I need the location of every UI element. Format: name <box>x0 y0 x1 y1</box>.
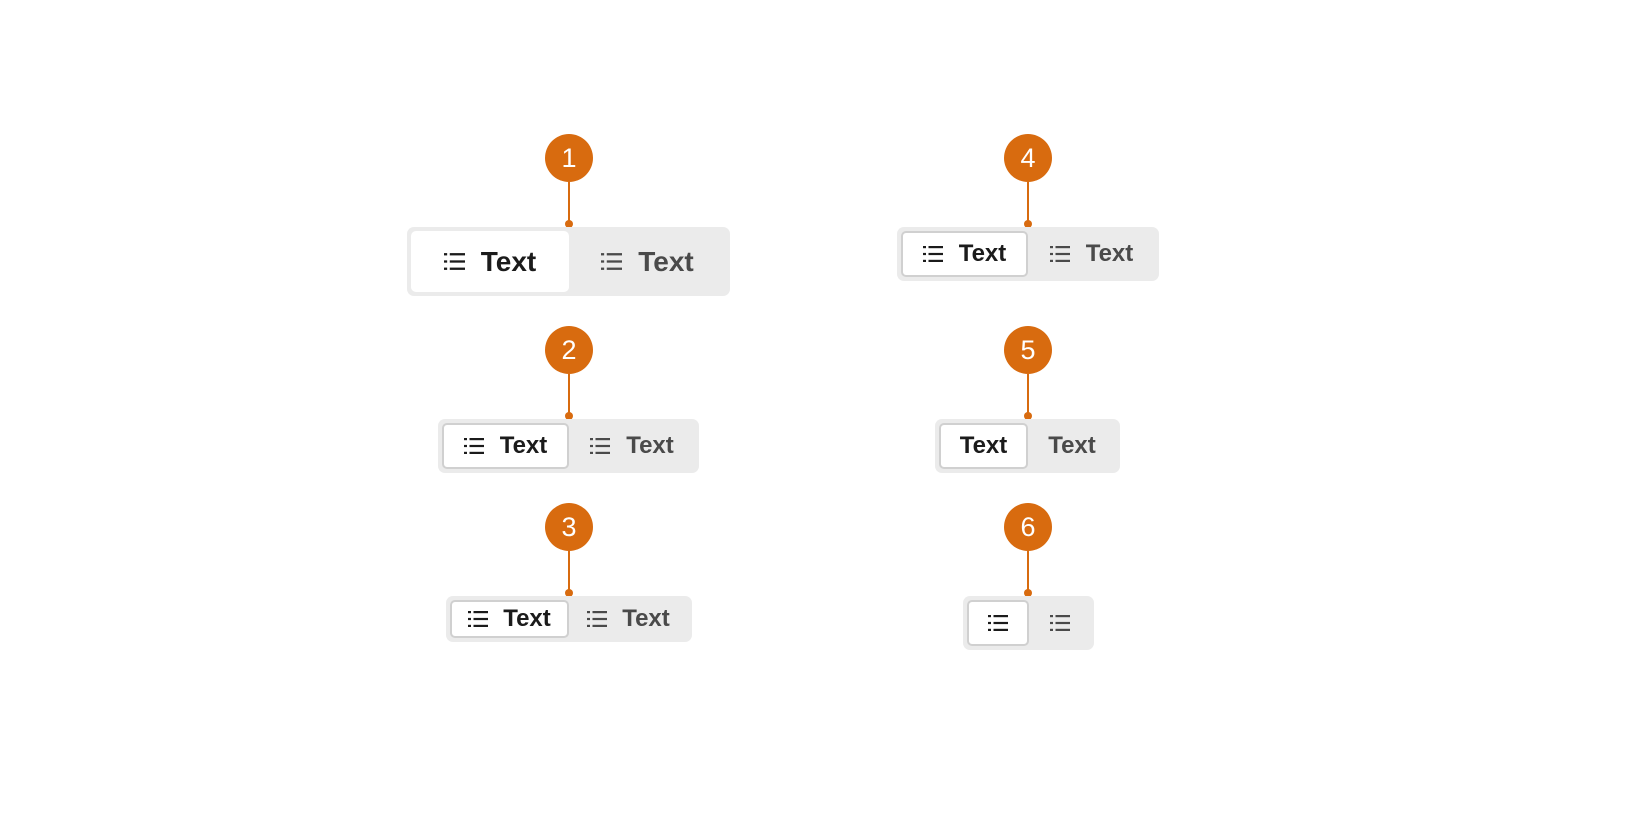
segmented-control-6 <box>963 596 1094 650</box>
segment-option-selected[interactable]: Text <box>411 231 569 292</box>
callout-line <box>1027 551 1029 593</box>
segment-option-selected[interactable]: Text <box>939 423 1028 469</box>
list-icon <box>587 611 608 627</box>
segmented-control-3: Text Text <box>446 596 692 642</box>
callout-badge: 1 <box>545 134 593 182</box>
list-icon <box>1049 615 1070 631</box>
callout-badge: 5 <box>1004 326 1052 374</box>
callout-line <box>568 374 570 416</box>
list-icon <box>922 246 943 262</box>
callout-number: 4 <box>1020 142 1036 173</box>
callout-dot <box>1024 220 1032 228</box>
segment-option-selected[interactable]: Text <box>450 600 569 638</box>
callout-dot <box>565 589 573 597</box>
callout-dot <box>565 412 573 420</box>
callout-2: 2 <box>545 326 593 420</box>
list-icon <box>463 438 484 454</box>
list-icon <box>468 611 489 627</box>
callout-badge: 6 <box>1004 503 1052 551</box>
list-icon <box>601 253 623 270</box>
callout-line <box>568 551 570 593</box>
segment-label: Text <box>638 245 694 277</box>
segment-option[interactable]: Text <box>1028 231 1155 277</box>
list-icon <box>443 253 465 270</box>
segmented-control-2: Text Text <box>438 419 699 473</box>
callout-number: 1 <box>561 142 577 173</box>
callout-number: 3 <box>561 511 577 542</box>
segment-option-selected[interactable]: Text <box>442 423 569 469</box>
callout-number: 2 <box>561 334 577 365</box>
callout-3: 3 <box>545 503 593 597</box>
segment-label: Text <box>1085 240 1134 267</box>
list-icon <box>1049 246 1070 262</box>
callout-6: 6 <box>1004 503 1052 597</box>
list-icon <box>590 438 611 454</box>
callout-line <box>568 182 570 224</box>
segment-option[interactable] <box>1029 600 1090 646</box>
callout-number: 6 <box>1020 511 1036 542</box>
callout-1: 1 <box>545 134 593 228</box>
segment-option[interactable]: Text <box>1028 423 1116 469</box>
callout-number: 5 <box>1020 334 1036 365</box>
segment-label: Text <box>959 432 1008 459</box>
list-icon <box>988 615 1008 631</box>
callout-5: 5 <box>1004 326 1052 420</box>
callout-badge: 4 <box>1004 134 1052 182</box>
callout-badge: 2 <box>545 326 593 374</box>
callout-dot <box>565 220 573 228</box>
callout-line <box>1027 374 1029 416</box>
segment-label: Text <box>622 605 670 632</box>
callout-dot <box>1024 412 1032 420</box>
segment-option[interactable]: Text <box>569 231 726 292</box>
segment-label: Text <box>626 432 674 459</box>
segment-label: Text <box>480 245 537 277</box>
segment-option-selected[interactable]: Text <box>901 231 1028 277</box>
callout-4: 4 <box>1004 134 1052 228</box>
segment-label: Text <box>499 432 548 459</box>
callout-dot <box>1024 589 1032 597</box>
segment-label: Text <box>503 605 551 632</box>
segment-label: Text <box>958 240 1007 267</box>
segmented-control-5: Text Text <box>935 419 1120 473</box>
segmented-control-1: Text Text <box>407 227 730 296</box>
callout-badge: 3 <box>545 503 593 551</box>
segment-option[interactable]: Text <box>569 423 695 469</box>
segment-option[interactable]: Text <box>569 600 688 638</box>
segment-label: Text <box>1048 432 1096 459</box>
callout-line <box>1027 182 1029 224</box>
segmented-control-4: Text Text <box>897 227 1159 281</box>
segment-option-selected[interactable] <box>967 600 1029 646</box>
